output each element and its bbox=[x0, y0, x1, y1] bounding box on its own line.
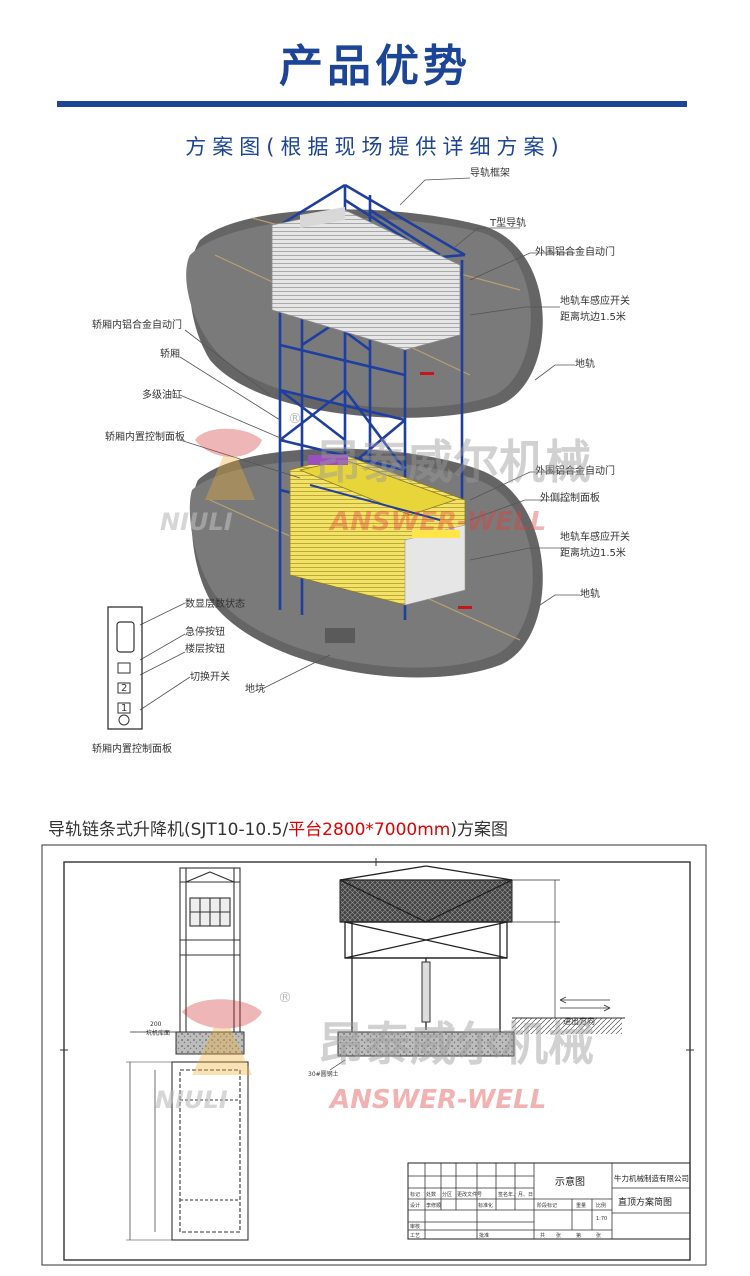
callout-rail: 地轨 bbox=[575, 357, 595, 370]
tb-title: 示意图 bbox=[555, 1175, 585, 1188]
panel-label-floor: 楼层按钮 bbox=[185, 642, 225, 655]
section-title-highlight: 平台2800*7000mm bbox=[288, 820, 451, 840]
watermark-logo-2 bbox=[182, 999, 262, 1075]
tb-r4-0: 审核 bbox=[410, 1223, 420, 1230]
pit-label: 地坑 bbox=[245, 682, 265, 695]
callout-cylinder: 多级油缸 bbox=[142, 388, 182, 401]
left-note-label: 坑机库面 bbox=[146, 1029, 170, 1037]
tb-r2-3: 标准化 bbox=[478, 1202, 493, 1209]
callout-sensor-2: 地轨车感应开关 bbox=[560, 530, 630, 543]
watermark-reg-2: ® bbox=[278, 990, 292, 1006]
section-title-prefix: 导轨链条式升降机(SJT10-10.5/ bbox=[48, 820, 289, 840]
tb-r6-1: 张 bbox=[556, 1232, 561, 1239]
title-block bbox=[407, 1162, 691, 1240]
callout-outer-door: 外围铝合金自动门 bbox=[535, 245, 615, 258]
watermark-cn: 昂泰威尔机械 bbox=[315, 435, 591, 489]
left-pit bbox=[175, 1031, 245, 1055]
button-1-label: 1 bbox=[121, 703, 127, 714]
callout-car-door: 轿厢内铝合金自动门 bbox=[92, 318, 182, 331]
tb-r2-1: 李修顺 bbox=[426, 1202, 441, 1209]
section-title-suffix: )方案图 bbox=[450, 820, 508, 840]
tb-r1-5: 年、月、日 bbox=[508, 1191, 533, 1198]
tb-r6-0: 共 bbox=[540, 1232, 545, 1239]
tb-r1-2: 分区 bbox=[442, 1191, 452, 1198]
watermark-en-left-2: NIULI bbox=[155, 1086, 228, 1114]
callout-sensor: 地轨车感应开关 bbox=[560, 294, 630, 307]
watermark-en-2: ANSWER-WELL bbox=[328, 1085, 546, 1115]
watermark-en: ANSWER-WELL bbox=[328, 507, 546, 537]
watermark-reg: ® bbox=[288, 411, 302, 427]
side-elevation bbox=[179, 867, 241, 1051]
callout-car: 轿厢 bbox=[160, 347, 180, 360]
callout-rail-2: 地轨 bbox=[580, 587, 600, 600]
front-elevation bbox=[329, 865, 625, 1071]
elevator-car bbox=[289, 454, 466, 606]
tb-r1-4: 签名 bbox=[498, 1191, 508, 1198]
callout-t-rail: T型导轨 bbox=[489, 216, 526, 229]
panel-label-switch: 切换开关 bbox=[190, 670, 230, 683]
callout-distance: 距离坑边1.5米 bbox=[560, 310, 626, 323]
tb-r3-1: 重量 bbox=[576, 1202, 586, 1209]
scheme-diagram: 导轨框架 T型导轨 外围铝合金自动门 地轨车感应开关 距离坑边1.5米 地轨 外… bbox=[92, 166, 630, 755]
watermark-cn-2: 昂泰威尔机械 bbox=[318, 1017, 594, 1071]
plan-view bbox=[126, 1061, 249, 1241]
tb-r5-2: 批准 bbox=[479, 1232, 489, 1239]
callout-outer-door-2: 外围铝合金自动门 bbox=[535, 464, 615, 477]
panel-label-stop: 急停按钮 bbox=[185, 625, 225, 638]
page-title: 产品优势 bbox=[279, 41, 471, 92]
title-divider bbox=[57, 101, 687, 107]
section-title: 导轨链条式升降机(SJT10-10.5/平台2800*7000mm)方案图 bbox=[48, 815, 508, 840]
emergency-stop-button bbox=[117, 662, 131, 674]
tb-scale: 1:70 bbox=[596, 1216, 607, 1222]
panel-caption: 轿厢内置控制面板 bbox=[92, 742, 172, 755]
tb-r5-0: 工艺 bbox=[410, 1233, 420, 1239]
direction-label: 进出方向 bbox=[563, 1016, 595, 1026]
callout-car-panel: 轿厢内置控制面板 bbox=[105, 430, 185, 443]
callout-lines bbox=[139, 177, 580, 711]
tb-r6-2: 第 bbox=[576, 1232, 581, 1239]
pit-note: 30#圆钢土 bbox=[308, 1070, 339, 1078]
tb-r1-1: 处数 bbox=[426, 1191, 436, 1198]
drawing-border bbox=[41, 844, 707, 1266]
tb-r2-0: 设计 bbox=[410, 1202, 420, 1209]
left-note-value: 200 bbox=[150, 1021, 162, 1028]
callout-outer-panel: 外侧控制面板 bbox=[540, 491, 600, 504]
tb-r6-3: 张 bbox=[596, 1232, 601, 1239]
panel-label-display: 数显层数状态 bbox=[185, 597, 245, 610]
switch-knob-icon bbox=[118, 714, 130, 726]
floor-button-1 bbox=[117, 702, 131, 714]
tb-r3-2: 比例 bbox=[596, 1202, 606, 1209]
upper-auto-door bbox=[271, 207, 461, 351]
watermark-en-left: NIULI bbox=[160, 508, 233, 536]
button-2-label: 2 bbox=[121, 683, 127, 694]
tb-company: 牛力机械制造有限公司 bbox=[614, 1173, 689, 1183]
watermark-logo bbox=[195, 428, 262, 500]
tb-r3-0: 阶段标记 bbox=[537, 1202, 557, 1209]
tb-drawing-name: 直顶方案简图 bbox=[618, 1196, 672, 1208]
tb-r1-0: 标记 bbox=[410, 1191, 420, 1198]
floor-display bbox=[116, 621, 135, 653]
callout-distance-2: 距离坑边1.5米 bbox=[560, 546, 626, 559]
callout-rail-frame: 导轨框架 bbox=[470, 166, 510, 179]
control-panel bbox=[107, 606, 143, 730]
diagram-subtitle: 方案图(根据现场提供详细方案) bbox=[185, 135, 565, 159]
tb-r1-3: 更改文件号 bbox=[457, 1191, 482, 1198]
floor-button-2 bbox=[117, 682, 131, 694]
